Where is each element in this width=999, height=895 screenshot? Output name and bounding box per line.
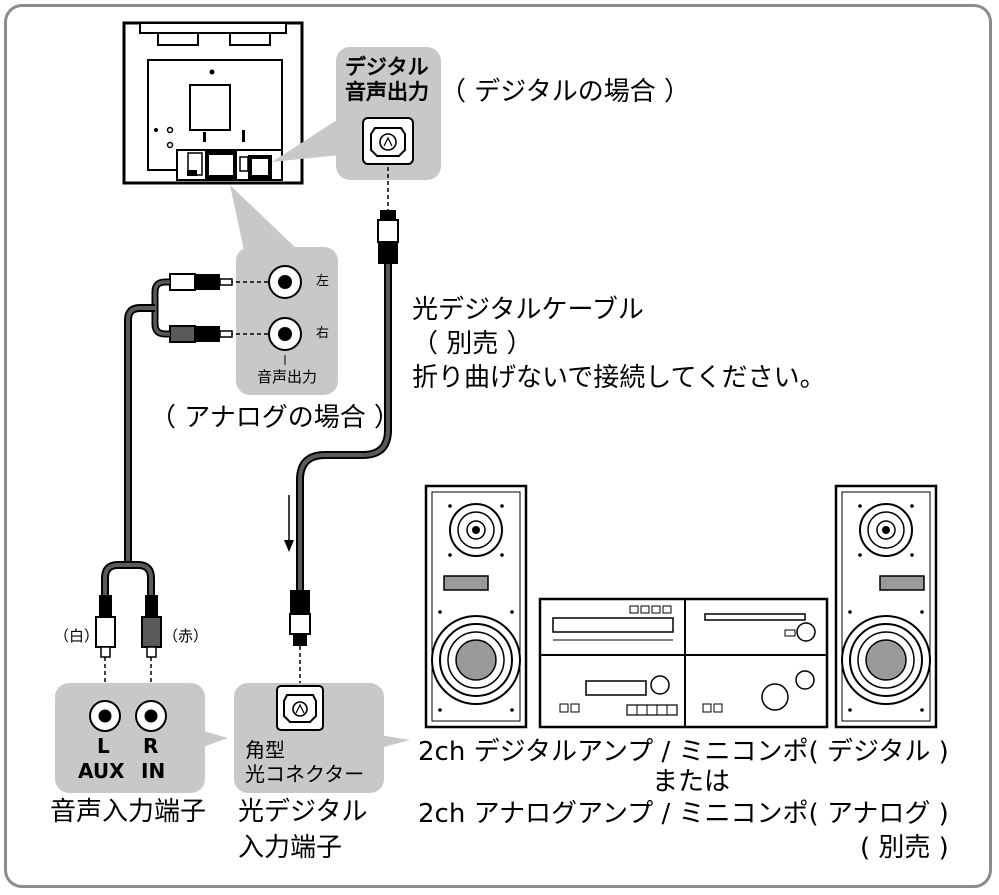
aux-l-label: L	[97, 734, 110, 758]
left-speaker	[424, 484, 528, 729]
white-plug-label: （白）	[54, 627, 100, 645]
aux-in-label: IN	[141, 759, 166, 783]
digital-output-label: デジタル	[345, 55, 429, 79]
analog-output-label: 音声出力	[257, 368, 318, 386]
device-caption-analog: 2ch アナログアンプ / ミニコンポ( アナログ )	[418, 799, 949, 829]
analog-output-callout	[230, 185, 338, 395]
analog-case-label: （ アナログの場合 ）	[150, 403, 401, 433]
outer-frame	[4, 4, 992, 888]
digital-output-label-2: 音声出力	[345, 80, 429, 104]
cable-note-warning: 折り曲げないで接続してください。	[412, 363, 826, 393]
digital-case-label: （ デジタルの場合 ）	[440, 77, 691, 107]
right-speaker	[834, 484, 938, 729]
digital-output-callout	[272, 47, 441, 180]
rca-cable	[95, 273, 268, 690]
aux-r-label: R	[143, 734, 159, 758]
analog-right-label: 右	[316, 326, 330, 341]
optical-connector-label-2: 光コネクター	[245, 762, 365, 786]
optical-input-caption-2: 入力端子	[238, 833, 343, 863]
cable-note-title: 光デジタルケーブル	[412, 295, 644, 325]
device-caption-or: または	[652, 767, 731, 797]
optical-input-caption: 光デジタル	[238, 797, 368, 827]
optical-input-panel	[234, 683, 410, 793]
device-caption-digital: 2ch デジタルアンプ / ミニコンポ( デジタル )	[418, 737, 949, 767]
mini-component-unit	[538, 597, 829, 729]
optical-connector-label: 角型	[245, 738, 285, 762]
optical-cable	[289, 167, 399, 690]
device-caption-sold-separately: ( 別売 )	[860, 833, 949, 863]
audio-input-caption: 音声入力端子	[50, 797, 207, 827]
cable-note-sold-separately: （ 別売 ）	[412, 329, 533, 359]
aux-input-panel	[55, 683, 228, 793]
analog-left-label: 左	[316, 274, 330, 289]
tv-back-panel	[122, 21, 304, 185]
red-plug-label: （赤）	[163, 627, 209, 645]
insert-arrow	[284, 495, 294, 552]
aux-label: AUX	[78, 759, 125, 783]
